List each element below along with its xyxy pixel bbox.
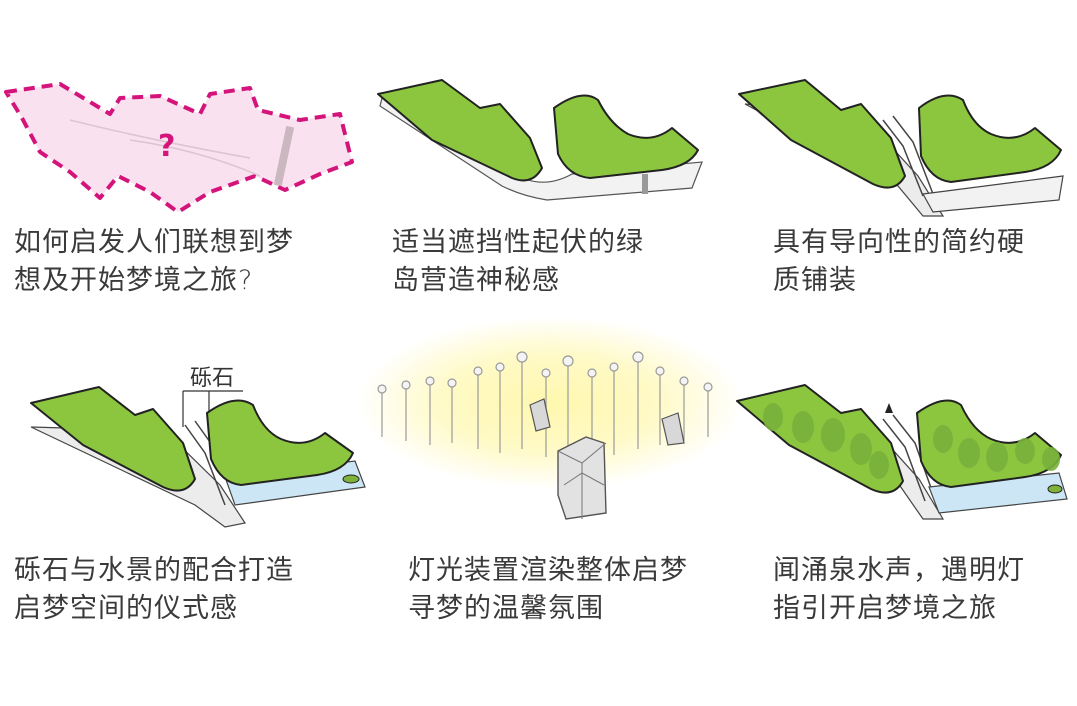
caption-1-line-2: 想及开始梦境之旅? — [14, 265, 254, 296]
caption-1-line-1: 如何启发人们联想到梦 — [14, 227, 294, 258]
green-island-left — [30, 386, 196, 492]
boundary-diagram: ? — [4, 82, 354, 214]
caption-4-line-2: 启梦空间的仪式感 — [14, 593, 238, 624]
green-island-right — [553, 94, 699, 179]
caption-6-line-2: 指引开启梦境之旅 — [773, 593, 997, 624]
site-boundary — [4, 82, 354, 214]
crystal-lamp — [661, 412, 685, 446]
caption-5: 灯光装置渲染整体启梦 寻梦的温馨氛围 — [408, 552, 688, 628]
lighting-diagram — [377, 351, 713, 520]
caption-2-line-2: 岛营造神秘感 — [392, 265, 560, 296]
caption-6-line-1: 闻涌泉水声，遇明灯 — [773, 555, 1025, 586]
light-glow — [360, 318, 740, 488]
caption-1: 如何启发人们联想到梦 想及开始梦境之旅? — [14, 224, 294, 300]
gravel-label: 砾石 — [190, 366, 234, 391]
caption-6: 闻涌泉水声，遇明灯 指引开启梦境之旅 — [773, 552, 1025, 628]
gravel-water-diagram: 砾石 — [30, 366, 366, 528]
green-island-right — [918, 94, 1062, 183]
caption-4: 砾石与水景的配合打造 启梦空间的仪式感 — [14, 552, 294, 628]
green-island-left — [377, 79, 543, 182]
caption-2: 适当遮挡性起伏的绿 岛营造神秘感 — [392, 224, 644, 300]
caption-3-line-1: 具有导向性的简约硬 — [773, 227, 1025, 258]
caption-3: 具有导向性的简约硬 质铺装 — [773, 224, 1025, 300]
fountain-diagram — [736, 384, 1068, 520]
caption-3-line-2: 质铺装 — [773, 265, 857, 296]
green-island-left — [738, 79, 906, 189]
paving-diagram — [738, 79, 1064, 217]
caption-2-line-1: 适当遮挡性起伏的绿 — [392, 227, 644, 258]
caption-5-line-2: 寻梦的温馨氛围 — [408, 593, 604, 624]
caption-5-line-1: 灯光装置渲染整体启梦 — [408, 555, 688, 586]
green-islands-diagram — [377, 79, 703, 201]
question-mark: ? — [158, 129, 175, 164]
crystal-lamp — [529, 398, 551, 432]
green-island-right — [206, 399, 354, 486]
caption-4-line-1: 砾石与水景的配合打造 — [14, 555, 294, 586]
